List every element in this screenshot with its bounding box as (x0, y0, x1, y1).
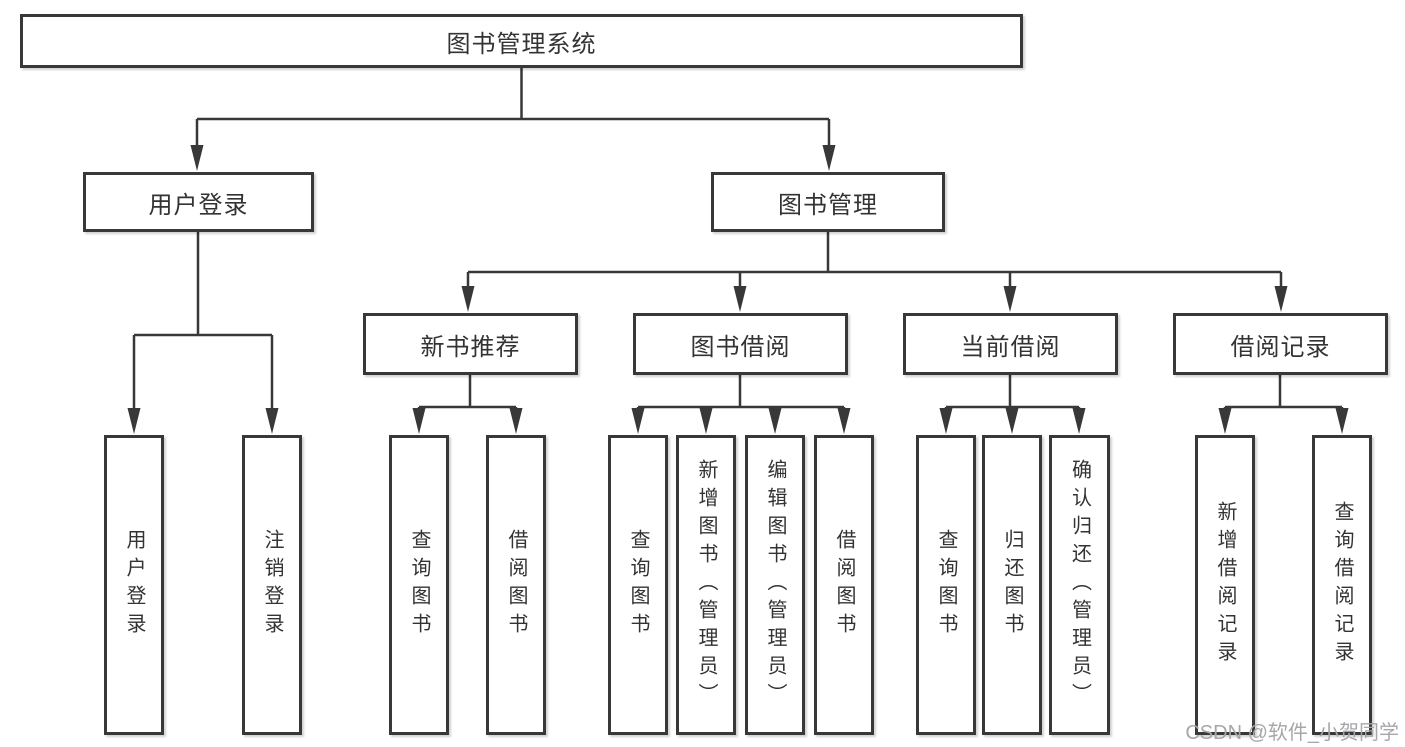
leaf-borrowing-borrow-books: 借阅图书 (814, 435, 874, 735)
leaf-edit-books-admin: 编辑图书（管理员） (745, 435, 805, 735)
leaf-logout-label: 注销登录 (261, 529, 283, 641)
leaf-edit-books-admin-label: 编辑图书（管理员） (764, 459, 786, 711)
csdn-watermark: CSDN @软件_小贺同学 (1185, 722, 1399, 744)
leaf-add-books-admin-label: 新增图书（管理员） (695, 459, 717, 711)
node-root-label: 图书管理系统 (446, 30, 597, 58)
leaf-recommend-borrow-books-label: 借阅图书 (505, 529, 527, 641)
node-book-management: 图书管理 (711, 172, 945, 232)
leaf-borrowing-query-books: 查询图书 (608, 435, 668, 735)
leaf-recommend-borrow-books: 借阅图书 (486, 435, 546, 735)
leaf-add-borrow-record-label: 新增借阅记录 (1214, 501, 1236, 669)
leaf-borrowing-borrow-books-label: 借阅图书 (833, 529, 855, 641)
node-book-borrowing-label: 图书借阅 (690, 333, 791, 361)
node-current-borrowing: 当前借阅 (903, 313, 1118, 375)
node-book-borrowing: 图书借阅 (633, 313, 848, 375)
leaf-recommend-query-books: 查询图书 (389, 435, 449, 735)
leaf-recommend-query-books-label: 查询图书 (408, 529, 430, 641)
leaf-confirm-return-admin: 确认归还（管理员） (1049, 435, 1110, 735)
leaf-query-borrow-record: 查询借阅记录 (1312, 435, 1372, 735)
node-user-login-branch-label: 用户登录 (148, 191, 249, 219)
node-book-management-label: 图书管理 (778, 191, 878, 219)
node-root: 图书管理系统 (20, 14, 1023, 68)
node-new-book-recommend: 新书推荐 (363, 313, 578, 375)
leaf-borrowing-query-books-label: 查询图书 (627, 529, 649, 641)
node-borrowing-records-label: 借阅记录 (1230, 333, 1331, 361)
node-user-login-branch: 用户登录 (83, 172, 314, 232)
leaf-current-query-books-label: 查询图书 (935, 529, 957, 641)
leaf-logout: 注销登录 (242, 435, 302, 735)
leaf-confirm-return-admin-label: 确认归还（管理员） (1068, 459, 1091, 711)
leaf-return-books-label: 归还图书 (1001, 529, 1023, 641)
leaf-add-borrow-record: 新增借阅记录 (1195, 435, 1255, 735)
leaf-current-query-books: 查询图书 (916, 435, 976, 735)
arrowheads (127, 145, 1349, 434)
leaf-user-login: 用户登录 (104, 435, 164, 735)
leaf-add-books-admin: 新增图书（管理员） (676, 435, 736, 735)
node-borrowing-records: 借阅记录 (1173, 313, 1388, 375)
leaf-user-login-label: 用户登录 (123, 529, 145, 641)
node-new-book-recommend-label: 新书推荐 (420, 333, 521, 361)
node-current-borrowing-label: 当前借阅 (960, 333, 1061, 361)
leaf-query-borrow-record-label: 查询借阅记录 (1331, 501, 1353, 669)
leaf-return-books: 归还图书 (982, 435, 1042, 735)
